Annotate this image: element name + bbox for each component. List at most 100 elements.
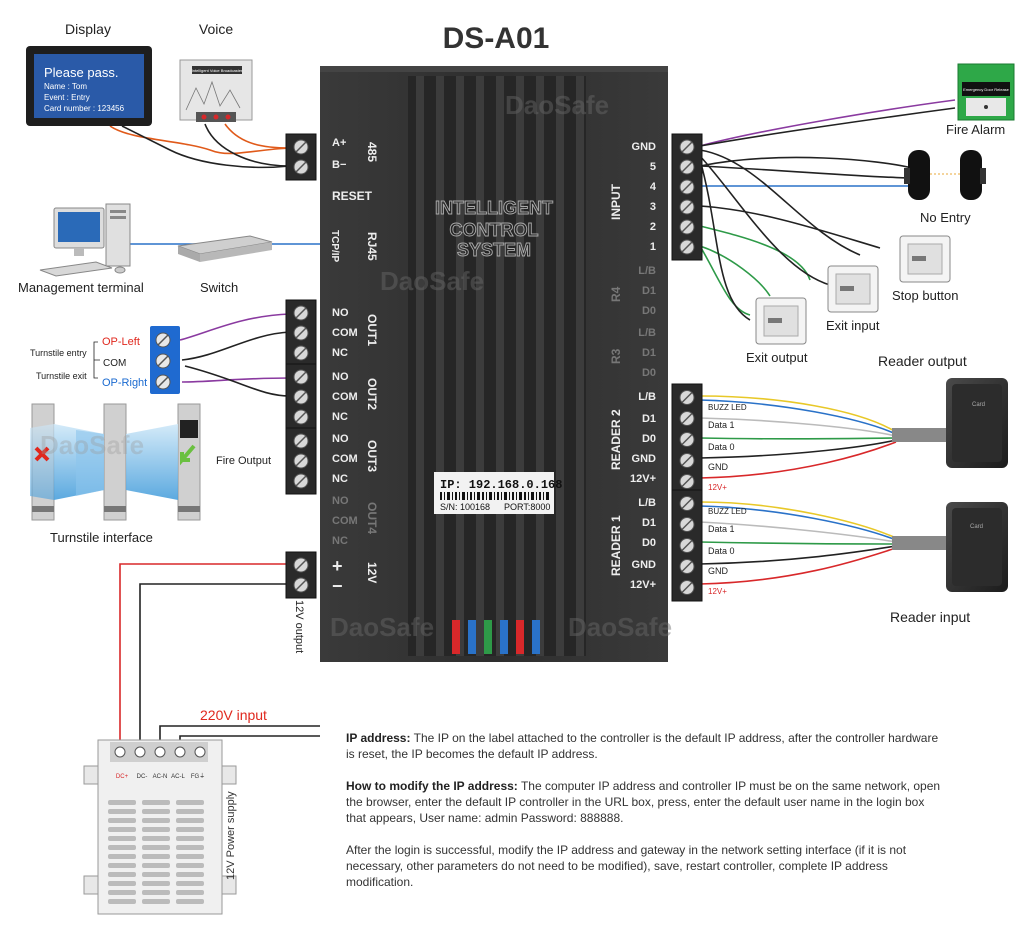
wire-label-gnd-2: GND [708, 462, 729, 472]
terminal-out2 [285, 363, 317, 431]
system-text-line-1: INTELLIGENT [435, 198, 553, 218]
note-ip-text: The IP on the label attached to the cont… [346, 731, 939, 761]
label-out3: OUT3 [365, 440, 379, 472]
wire-label-12v-1: 12V+ [708, 587, 727, 596]
vent-slot [108, 872, 136, 877]
r4-pin-d0: D0 [642, 305, 656, 317]
note-after-text: After the login is successful, modify th… [346, 843, 907, 889]
barcode [440, 492, 549, 500]
reader-input-device: Card [892, 502, 1008, 592]
exit-output-label: Exit output [746, 350, 808, 365]
out4-no: NO [332, 495, 349, 507]
green-arrow-icon [180, 444, 196, 466]
reader2-pin-12v: 12V+ [630, 473, 656, 485]
vent-slot [108, 845, 136, 850]
wire-label-buzz-led-1: BUZZ LED [708, 507, 747, 516]
vent-slot [108, 800, 136, 805]
wire-label-buzz-led-2: BUZZ LED [708, 403, 747, 412]
stop-button-device [899, 235, 951, 283]
stop-button-label: Stop button [892, 288, 959, 303]
out2-com: COM [332, 391, 358, 403]
label-rj45: RJ45 [365, 232, 379, 261]
label-out4: OUT4 [365, 502, 379, 534]
pin-reset: RESET [332, 189, 373, 203]
vent-slot [176, 818, 204, 823]
input-title: INPUT [609, 183, 623, 220]
wire-label-12v-2: 12V+ [708, 483, 727, 492]
op-right-label: OP-Right [102, 377, 147, 389]
vent-slot [142, 854, 170, 859]
controller-ribs [416, 76, 584, 656]
note-modify-text: The computer IP address and controller I… [346, 779, 941, 825]
turnstile-entry-label: Turnstile entry [30, 348, 87, 358]
input-220v-label: 220V input [200, 707, 267, 723]
label-out2: OUT2 [365, 378, 379, 410]
label-12v: 12V [365, 562, 379, 583]
vent-slot [108, 809, 136, 814]
reader-output-device: Card [892, 378, 1008, 468]
power-supply-device [83, 739, 237, 915]
turnstile-exit-label: Turnstile exit [36, 371, 87, 381]
wires [109, 99, 956, 742]
fire-alarm-label: Fire Alarm [946, 122, 1005, 137]
vent-slot [142, 800, 170, 805]
vent-slot [142, 845, 170, 850]
vent-slot [142, 809, 170, 814]
out4-com: COM [332, 515, 358, 527]
reader1-pin-d0: D0 [642, 537, 656, 549]
reader1-pin-gnd: GND [632, 559, 657, 571]
reader2-pin-gnd: GND [632, 453, 657, 465]
out2-no: NO [332, 371, 349, 383]
computer-icon [39, 203, 131, 277]
watermark-left: DaoSafe [40, 430, 144, 460]
vent-slot [176, 899, 204, 904]
no-entry-label: No Entry [920, 210, 971, 225]
vent-slot [108, 836, 136, 841]
vent-slot [176, 836, 204, 841]
input-pin-2: 2 [650, 221, 656, 233]
display-device: Please pass. Name : Tom Event : Entry Ca… [26, 46, 152, 126]
left-terminal-blocks [285, 133, 317, 599]
note-after-login: After the login is successful, modify th… [346, 842, 946, 890]
system-text-group: INTELLIGENT CONTROL SYSTEM [435, 198, 554, 261]
diagram-title: DS-A01 [443, 22, 550, 55]
turnstile-interface-label: Turnstile interface [50, 530, 153, 545]
controller-body [320, 66, 668, 662]
vent-slot [176, 809, 204, 814]
ps-terminal-dc-plus: DC+ [116, 774, 129, 780]
watermark-top: DaoSafe [505, 90, 609, 120]
out3-com: COM [332, 453, 358, 465]
switch-icon [177, 235, 273, 262]
reader2-pin-lb: L/B [638, 391, 656, 403]
ps-terminal-dc-minus: DC- [137, 774, 148, 780]
pin-plus: + [332, 556, 343, 576]
out1-com: COM [332, 327, 358, 339]
reader2-pin-d0: D0 [642, 433, 656, 445]
wire-label-data1-2: Data 1 [708, 420, 735, 430]
note-ip-address: IP address: The IP on the label attached… [346, 730, 946, 762]
r3-pin-lb: L/B [638, 327, 656, 339]
reader-output-card-text: Card [972, 402, 985, 408]
note-modify-ip: How to modify the IP address: The comput… [346, 778, 946, 826]
vent-slot [176, 863, 204, 868]
reader2-title: READER 2 [609, 409, 623, 470]
input-pin-4: 4 [650, 181, 657, 193]
terminal-485 [285, 133, 317, 181]
ip-address-label: IP: 192.168.0.168 [440, 478, 562, 492]
reader1-pin-d1: D1 [642, 517, 656, 529]
voice-module: Intelligent Voice Broadcaster [179, 59, 253, 122]
r3-title: R3 [609, 348, 623, 364]
label-tcp-ip: TCP/IP [329, 230, 340, 263]
vent-slot [108, 863, 136, 868]
reader-output-label: Reader output [878, 353, 967, 369]
fire-output-label: Fire Output [216, 455, 271, 467]
terminal-reader1 [671, 489, 703, 602]
vent-slot [176, 881, 204, 886]
terminal-out1 [285, 299, 317, 367]
input-pin-gnd: GND [632, 141, 657, 153]
vent-slot [108, 827, 136, 832]
display-label: Display [65, 21, 111, 37]
out1-nc: NC [332, 347, 348, 359]
ps-terminal-ac-n: AC-N [153, 774, 168, 780]
